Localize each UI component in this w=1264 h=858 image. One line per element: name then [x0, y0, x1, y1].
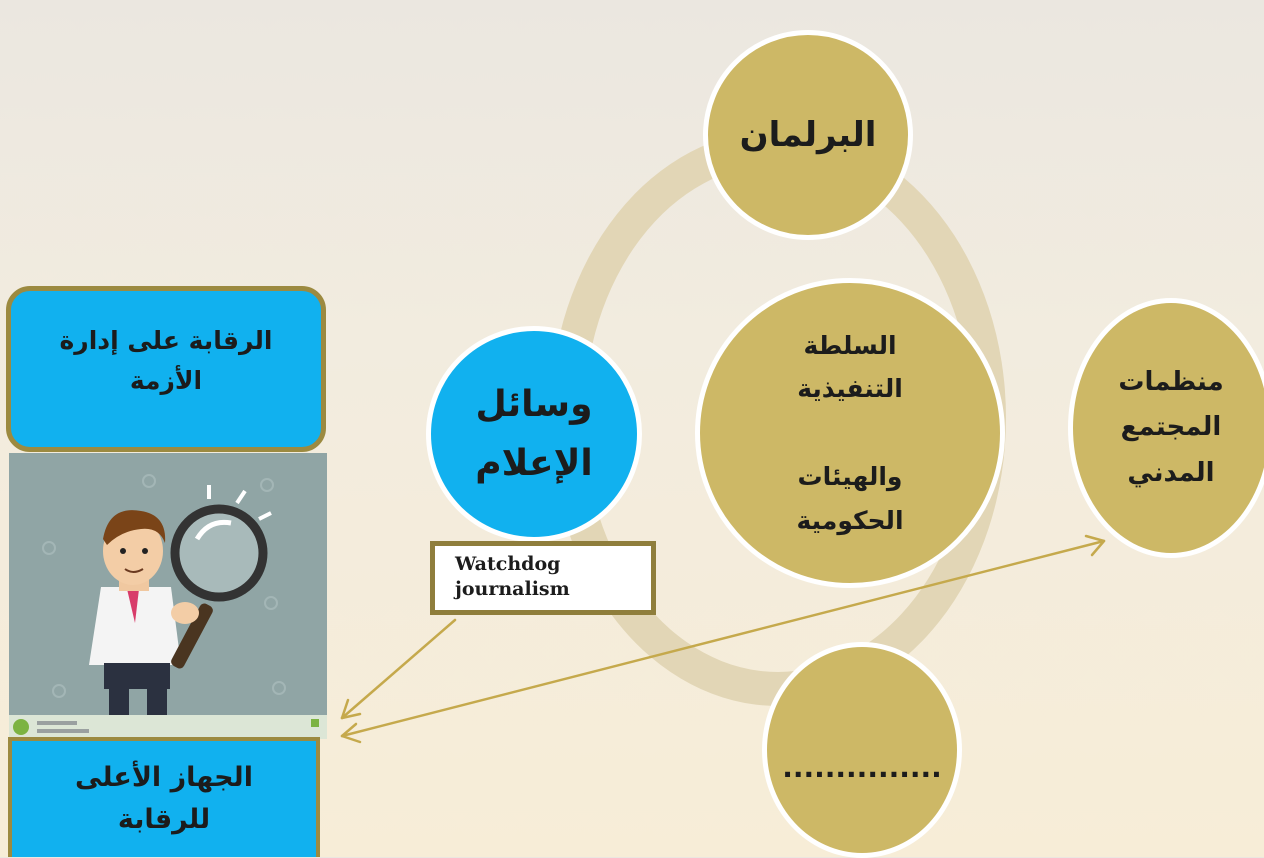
executive-authority-circle: السلطة التنفيذية والهيئات الحكومية [695, 278, 1005, 588]
media-label: وسائل الإعلام [475, 383, 593, 484]
supreme-audit-body-box: الجهاز الأعلى للرقابة [8, 737, 320, 857]
supreme-audit-body-label: الجهاز الأعلى للرقابة [75, 762, 253, 835]
civil-society-circle: منظمات المجتمع المدني [1068, 298, 1264, 558]
magnifier-man-illustration [9, 453, 327, 739]
executive-authority-label: السلطة التنفيذية والهيئات الحكومية [796, 330, 904, 535]
other-actors-circle: ............... [762, 642, 962, 858]
media-circle: وسائل الإعلام [426, 326, 642, 542]
watchdog-to-audit-arrow [340, 618, 457, 720]
other-actors-label: ............... [782, 750, 942, 784]
crisis-management-oversight-box: الرقابة على إدارة الأزمة [6, 286, 326, 452]
crisis-management-oversight-label: الرقابة على إدارة الأزمة [59, 326, 273, 395]
watchdog-arrowhead [340, 698, 362, 720]
civil-society-label: منظمات المجتمع المدني [1118, 366, 1224, 488]
parliament-circle: البرلمان [703, 30, 913, 240]
audit-arrowhead [340, 722, 362, 744]
magnifier-man-image [9, 453, 327, 739]
civil-society-arrowhead [1084, 534, 1106, 557]
parliament-label: البرلمان [739, 115, 877, 155]
watchdog-journalism-label: Watchdog journalism [430, 541, 656, 615]
